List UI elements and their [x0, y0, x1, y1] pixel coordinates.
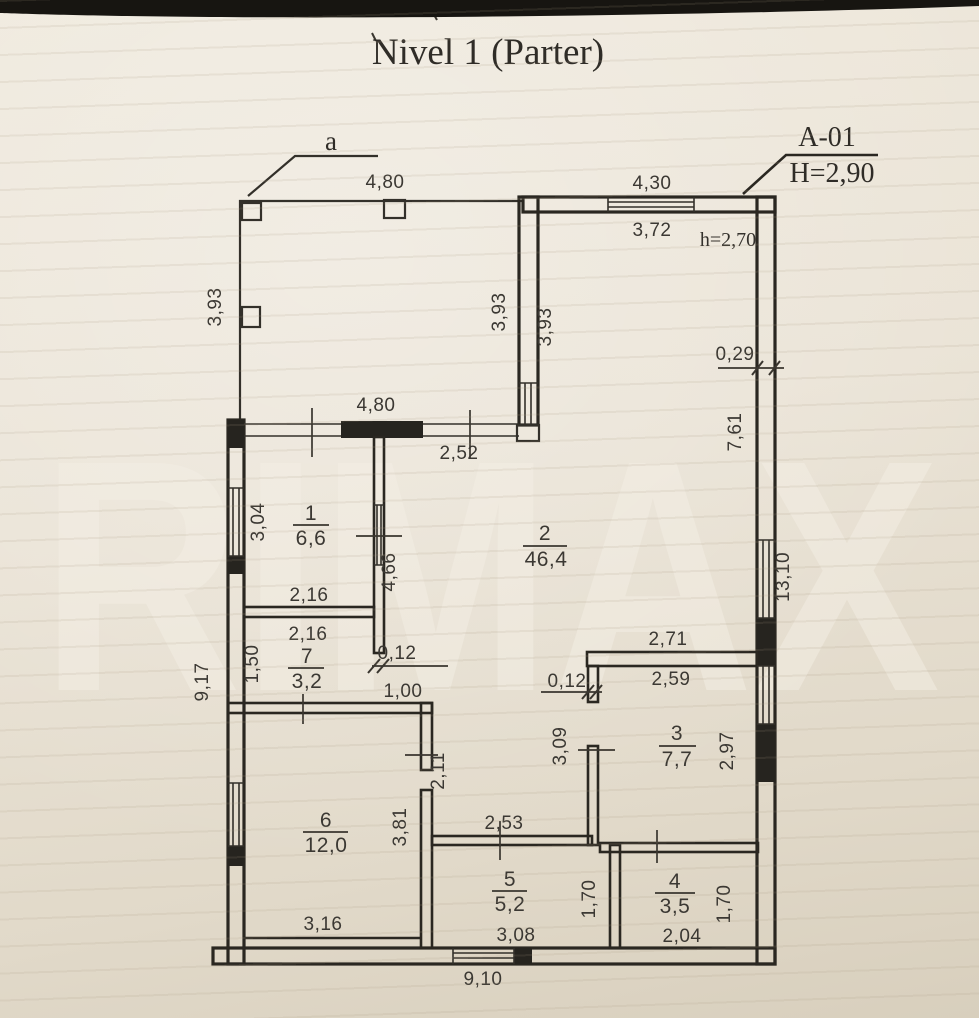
dim-porch-left-depth: 3,93	[205, 288, 226, 327]
porch-column	[382, 198, 407, 220]
room-number: 2	[539, 522, 551, 545]
photo-top-edge	[0, 0, 979, 18]
dim-room3-top-ext: 2,71	[649, 629, 688, 650]
window	[452, 948, 515, 964]
dim-bottom-total: 9,10	[464, 969, 503, 990]
room-label-4: 4 3,5	[655, 870, 695, 918]
window	[228, 782, 244, 847]
dim-room1-width: 2,16	[290, 585, 329, 606]
room-number: 3	[671, 722, 683, 745]
dim-mid-wall-left: 3,93	[489, 293, 510, 332]
dim-right-wall-upper: 7,61	[725, 413, 746, 452]
dim-right-wall-thickness: 0,29	[716, 344, 755, 365]
room-number: 5	[504, 868, 516, 891]
dim-top-right-ext: 4,30	[633, 173, 672, 194]
room-area: 7,7	[662, 748, 693, 771]
watermark-layer: RIMAX	[40, 391, 941, 760]
leader-lines	[247, 153, 878, 197]
room-number: 4	[669, 870, 681, 893]
ceiling-height-note: h=2,70	[700, 229, 756, 251]
room-area: 3,2	[292, 670, 323, 693]
porch-column	[240, 305, 262, 329]
labels-layer: Nivel 1 (Parter) A-01 H=2,90 a h=2,70 4,…	[192, 32, 875, 990]
dim-room4-bottom: 2,04	[663, 926, 702, 947]
dim-hall-top-width: 2,52	[440, 443, 479, 464]
dim-room3-wall-thickness: 0,12	[548, 671, 587, 692]
dim-top-right-int: 3,72	[633, 220, 672, 241]
dim-room7-left: 1,50	[242, 645, 263, 684]
level-height-label: H=2,90	[789, 158, 874, 189]
room-label-3: 3 7,7	[659, 722, 696, 771]
windows-layer	[228, 197, 775, 964]
room-label-2: 2 46,4	[523, 522, 567, 571]
window	[519, 382, 538, 426]
window	[757, 539, 775, 619]
dim-room6-right: 3,81	[390, 808, 411, 847]
dim-room5-right: 1,70	[579, 880, 600, 919]
dim-room4-right: 1,70	[714, 885, 735, 924]
ticks-layer	[302, 12, 784, 863]
dim-room3-left: 3,09	[550, 727, 571, 766]
porch-column	[240, 201, 263, 222]
axis-mark-label: a	[325, 126, 337, 156]
room-label-1: 1 6,6	[293, 502, 329, 550]
window	[757, 665, 775, 725]
porch-layer	[238, 198, 523, 420]
room-number: 7	[301, 645, 313, 668]
dim-right-side-total: 13,10	[773, 552, 794, 602]
room-number: 1	[305, 502, 317, 525]
room-number: 6	[320, 809, 332, 832]
dim-room1-left: 3,04	[248, 503, 269, 542]
dim-porch-top-width: 4,80	[366, 172, 405, 193]
dim-hall-inner-run: 2,11	[428, 752, 449, 790]
room-label-7: 7 3,2	[288, 645, 324, 693]
page-title: Nivel 1 (Parter)	[372, 32, 604, 73]
dim-mid-wall-right: 3,93	[535, 308, 556, 347]
axis-leader-line	[247, 154, 378, 197]
dim-left-side-total: 9,17	[192, 663, 213, 702]
walls-layer	[211, 195, 777, 966]
room-label-6: 6 12,0	[303, 809, 348, 857]
room-area: 5,2	[495, 893, 526, 916]
sheet-code-label: A-01	[798, 122, 856, 153]
dim-room6-bottom: 3,16	[304, 914, 343, 935]
callout-leader-line	[742, 153, 878, 195]
dim-door7-width: 1,00	[384, 681, 423, 702]
dim-room5-top: 2,53	[485, 813, 524, 834]
dim-room3-top-int: 2,59	[652, 669, 691, 690]
window	[374, 504, 384, 566]
room-area: 6,6	[296, 527, 327, 550]
room-area: 3,5	[660, 895, 691, 918]
room-area: 12,0	[305, 834, 348, 857]
dim-interior-top-wall: 4,80	[357, 395, 396, 416]
dim-room7-width: 2,16	[289, 624, 328, 645]
watermark-text: RIMAX	[40, 391, 941, 760]
window	[228, 487, 244, 557]
room-area: 46,4	[525, 548, 568, 571]
dim-room5-bottom: 3,08	[497, 925, 536, 946]
dim-room1-partition: 4,66	[379, 553, 400, 592]
dim-door7-thickness: 0,12	[378, 643, 417, 664]
dim-room3-right: 2,97	[717, 732, 738, 771]
window	[607, 197, 695, 212]
room-label-5: 5 5,2	[492, 868, 527, 916]
